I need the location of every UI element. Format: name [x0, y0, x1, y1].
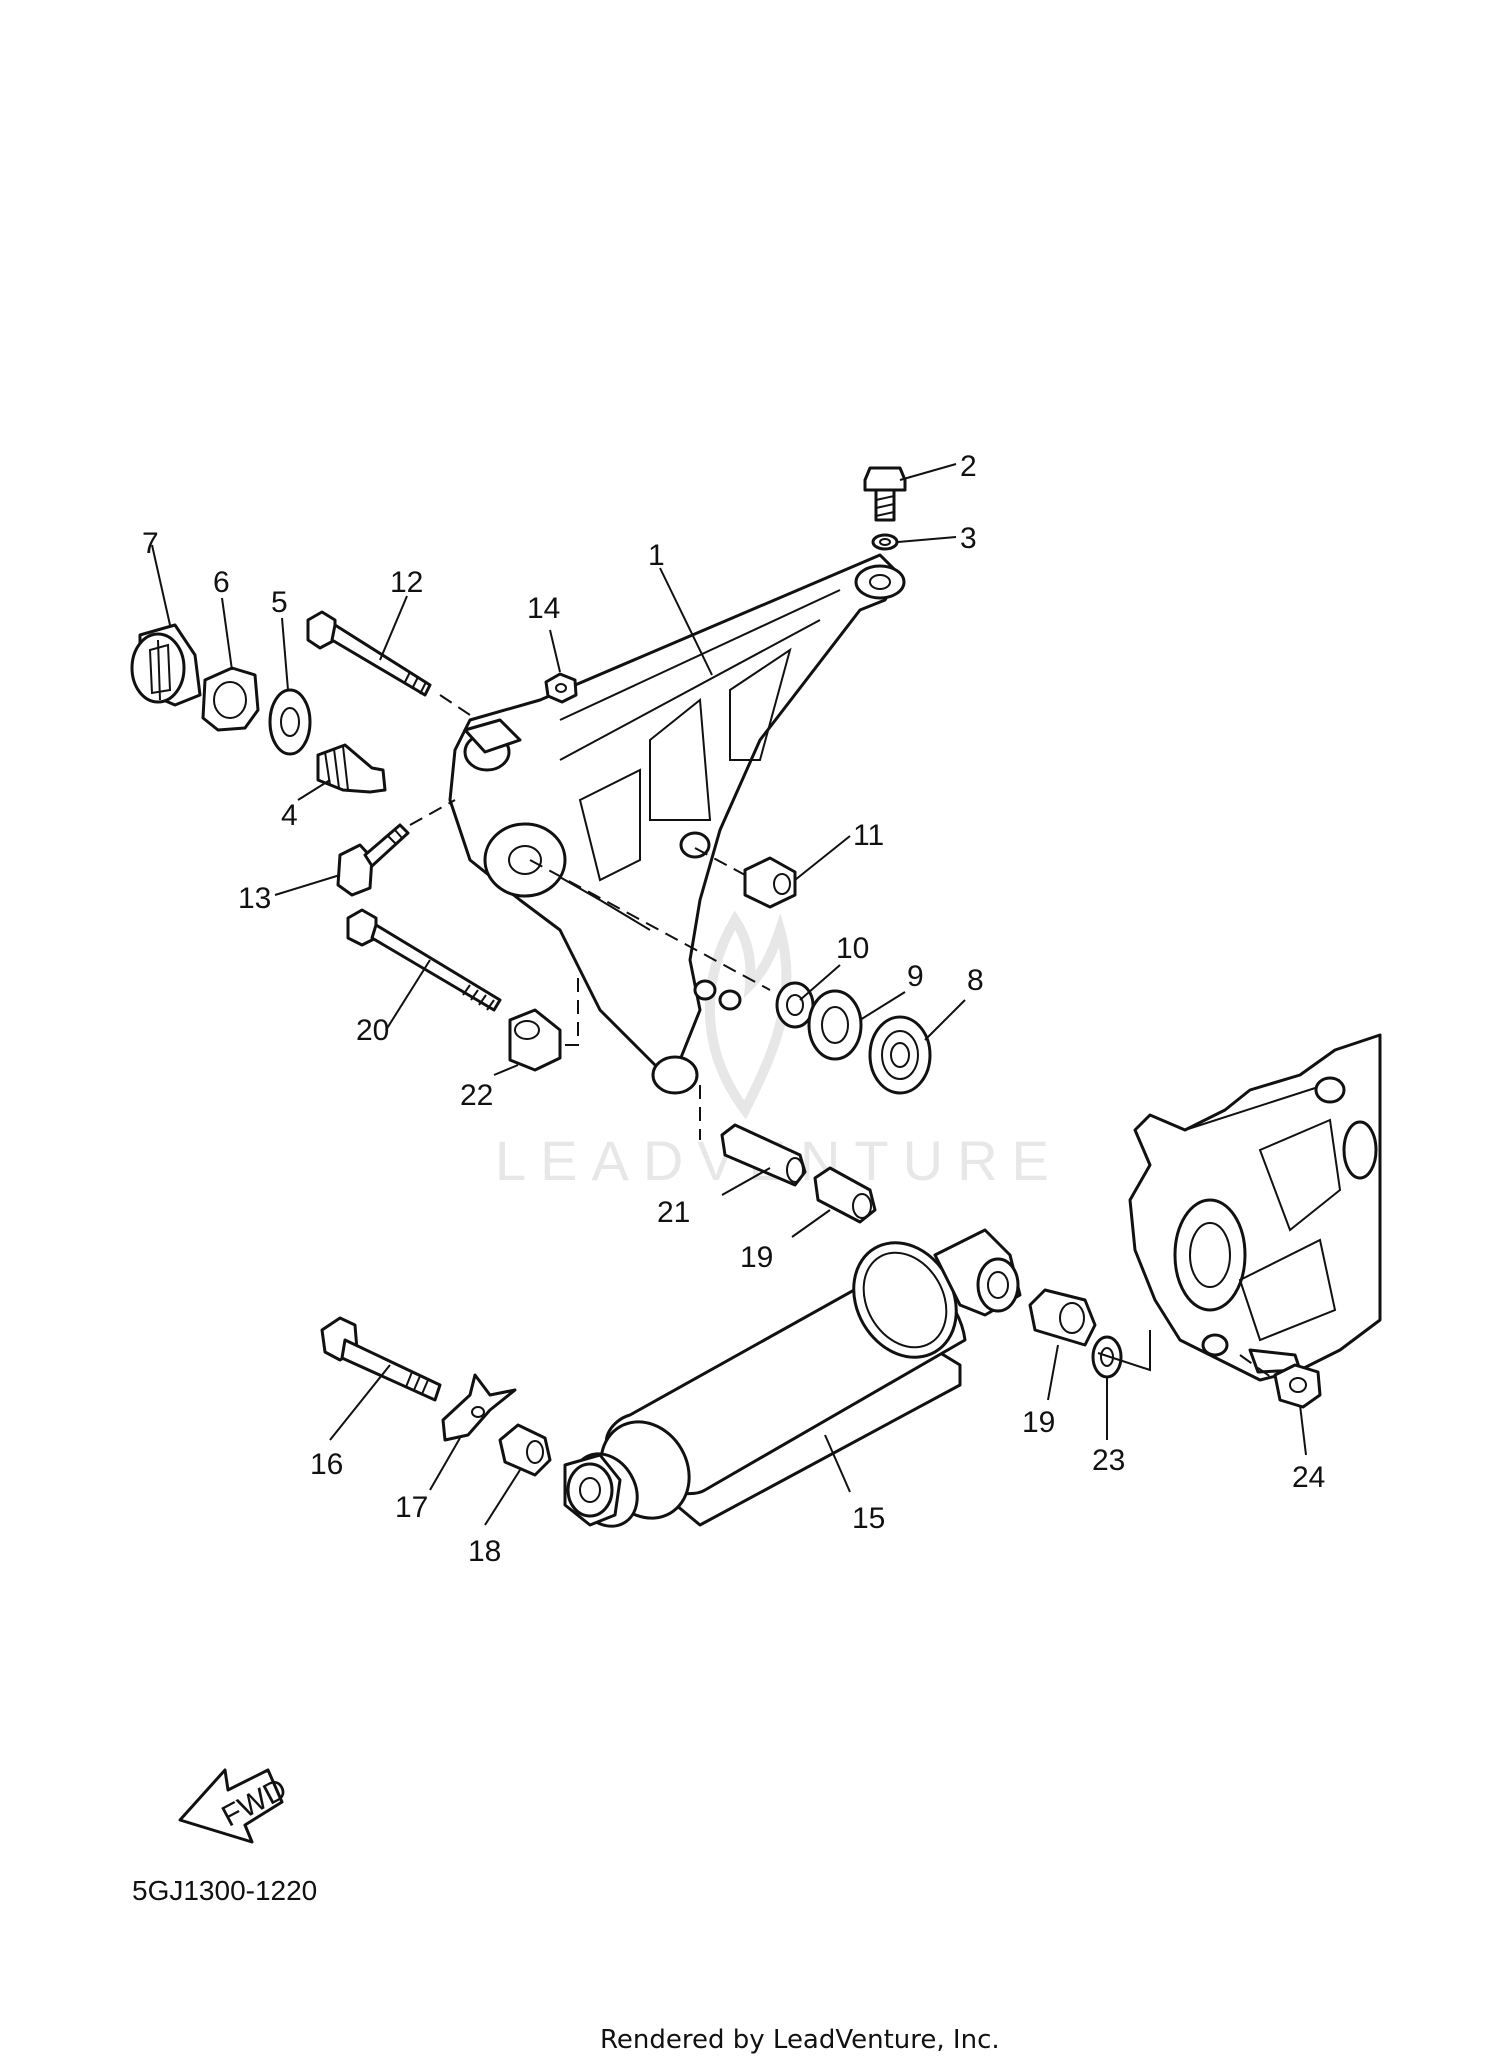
rear-shock-15: [563, 1228, 1022, 1528]
footer-credit: Rendered by LeadVenture, Inc.: [600, 2025, 1000, 2055]
callout-18: 18: [468, 1535, 501, 1568]
nut-6: [201, 666, 260, 732]
callout-19-upper: 19: [740, 1241, 773, 1274]
leader-lines: [151, 463, 1307, 1526]
catalog-code: 5GJ1300-1220: [132, 1875, 317, 1906]
nut-24: [1273, 1363, 1322, 1409]
callout-14: 14: [527, 592, 560, 625]
callout-21: 21: [657, 1196, 690, 1229]
collar-19-upper: [813, 1166, 877, 1224]
callout-24: 24: [1292, 1461, 1325, 1494]
callout-3: 3: [960, 522, 977, 555]
callout-4: 4: [281, 799, 298, 832]
callout-13: 13: [238, 882, 271, 915]
washer-3: [871, 533, 899, 551]
collar-10: [775, 981, 815, 1029]
washer-5: [268, 688, 312, 756]
bolt-2: [863, 466, 907, 522]
bolt-20: [346, 908, 502, 1012]
collar-21: [720, 1123, 807, 1187]
callout-17: 17: [395, 1491, 428, 1524]
bolt-13: [336, 799, 456, 897]
bearing-8: [868, 1015, 932, 1095]
lock-plate-17: [441, 1373, 517, 1442]
fwd-arrow-icon: FWD: [178, 1768, 292, 1844]
crankcase: [1128, 1033, 1382, 1382]
callout-11: 11: [853, 819, 884, 852]
callout-15: 15: [852, 1502, 885, 1535]
washer-23: [1091, 1335, 1123, 1379]
callout-labels: 1 2 3 4 5 6 7 8 9 10 11 12 13 14 15 16 1…: [142, 450, 1325, 1568]
callout-23: 23: [1092, 1444, 1125, 1477]
collar-22: [508, 1008, 562, 1072]
nut-cap-7: [130, 623, 202, 707]
seal-9: [807, 989, 863, 1061]
callout-16: 16: [310, 1448, 343, 1481]
collar-18: [498, 1423, 552, 1477]
callout-1: 1: [648, 539, 665, 572]
callout-12: 12: [390, 566, 423, 599]
engine-bracket: [448, 553, 906, 1095]
callout-8: 8: [967, 964, 984, 997]
collar-4: [316, 743, 387, 794]
callout-20: 20: [356, 1014, 389, 1047]
collar-11: [743, 856, 797, 909]
collar-19-lower: [1028, 1288, 1097, 1347]
callout-10: 10: [836, 932, 869, 965]
callout-2: 2: [960, 450, 977, 483]
callout-7: 7: [142, 527, 159, 560]
callout-9: 9: [907, 960, 924, 993]
nut-14: [544, 672, 578, 704]
callout-5: 5: [271, 586, 288, 619]
bolt-12: [306, 610, 471, 716]
bolt-16: [320, 1316, 442, 1402]
callout-19-lower: 19: [1022, 1406, 1055, 1439]
callout-6: 6: [213, 566, 230, 599]
callout-22: 22: [460, 1079, 493, 1112]
